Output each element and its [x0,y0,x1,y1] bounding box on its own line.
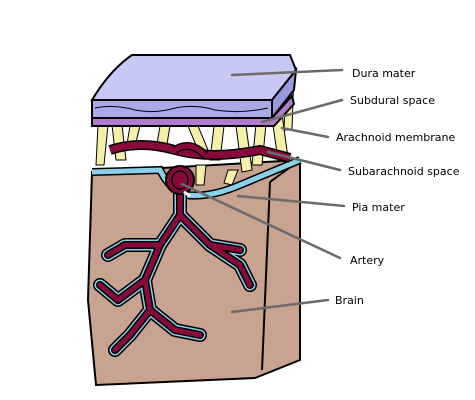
labels: Dura mater Subdural space Arachnoid memb… [335,67,460,307]
leader-lines [180,68,346,314]
artery-tree [93,165,257,357]
label-brain: Brain [335,294,364,307]
leader-artery [180,182,342,260]
label-subarachnoid-space: Subarachnoid space [348,165,460,178]
leader-subarachnoid-space [266,150,342,172]
leader-dura-mater [230,68,344,77]
dura-mater-slab [90,54,298,121]
label-arachnoid-membrane: Arachnoid membrane [336,131,455,144]
label-subdural-space: Subdural space [350,94,435,107]
leader-brain [230,298,330,314]
leader-arachnoid-membrane [280,126,330,139]
leader-pia-mater [236,194,346,208]
surface-arteries [108,140,292,163]
label-artery: Artery [350,254,385,267]
label-dura-mater: Dura mater [352,67,416,80]
label-pia-mater: Pia mater [352,201,405,214]
leader-subdural-space [260,98,344,124]
